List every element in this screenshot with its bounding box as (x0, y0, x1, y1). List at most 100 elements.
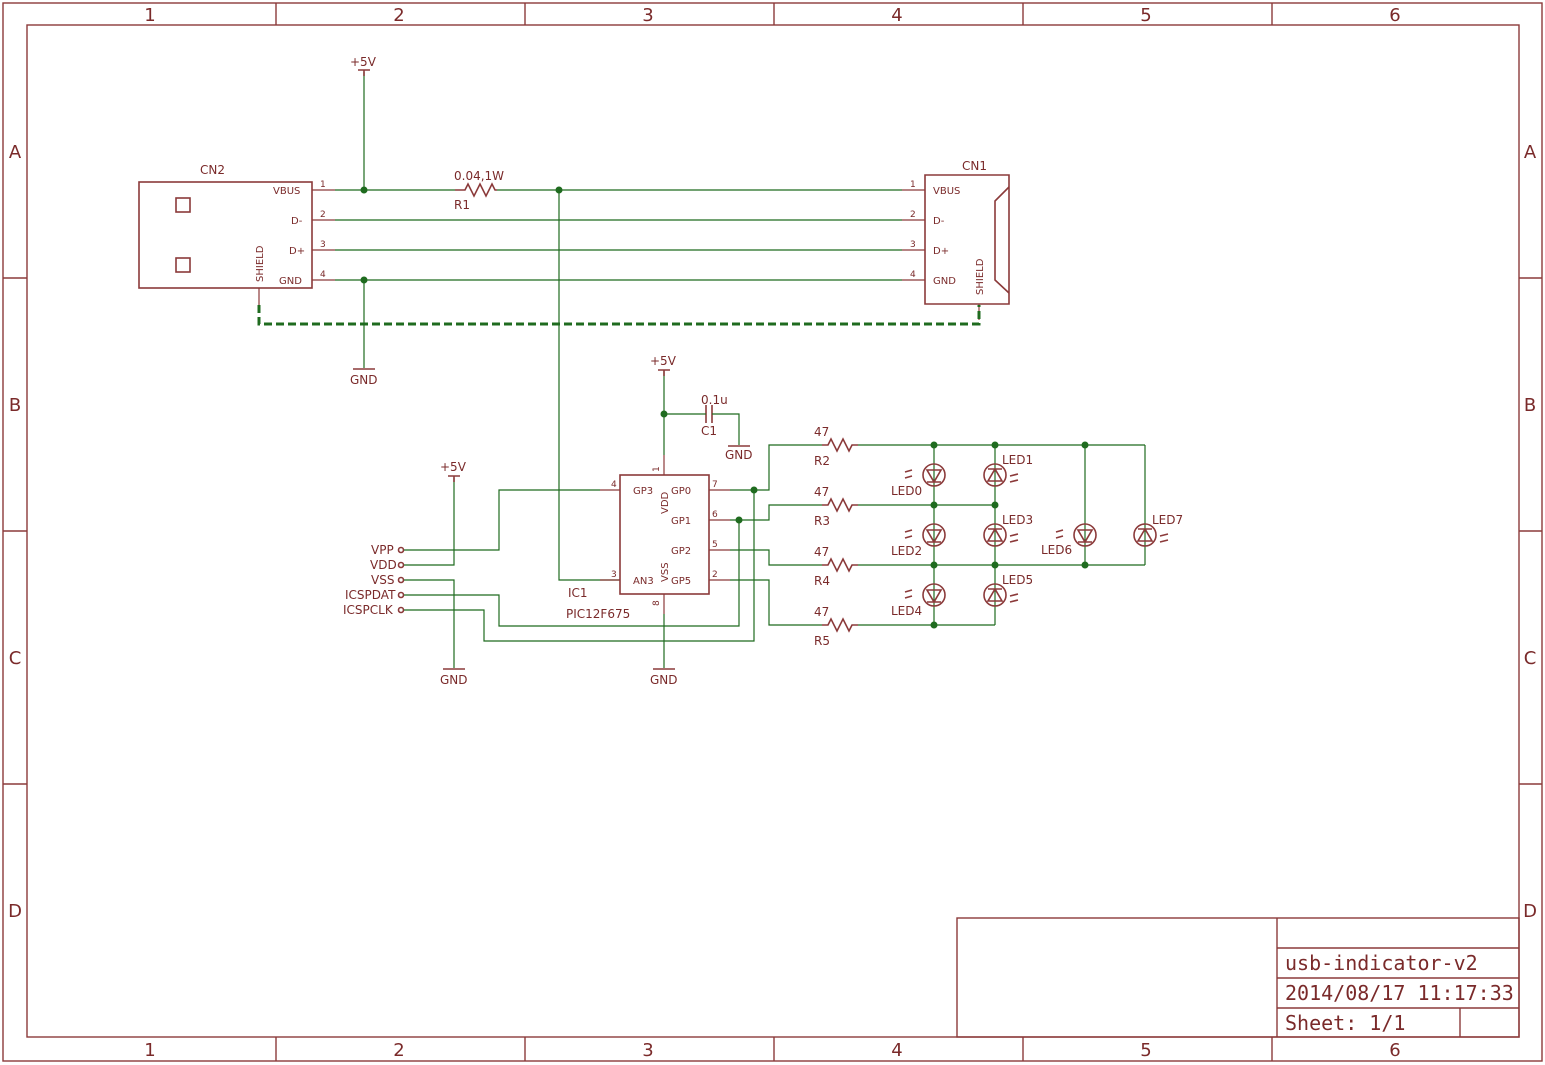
c1-value: 0.1u (701, 393, 728, 407)
gnd-label-usb: GND (350, 373, 378, 387)
resistor-r3: 47 R3 (814, 485, 858, 528)
cn1-pin-dplus: D+ (933, 246, 949, 257)
cn1-shield-label: SHIELD (975, 258, 986, 295)
resistor-r2: 47 R2 (814, 425, 858, 468)
r4-value: 47 (814, 545, 829, 559)
cn2-pinnum-2: 2 (320, 210, 326, 220)
vbus-sense-wire (558, 190, 620, 581)
resistor-r4: 47 R4 (814, 545, 858, 588)
gnd-label-c1: GND (725, 448, 753, 462)
ic1-pin-gp0: GP0 (671, 486, 691, 497)
r5-value: 47 (814, 605, 829, 619)
c1-ref: C1 (701, 424, 717, 438)
led-led4: LED4 (891, 583, 946, 618)
led-led5: LED5 (983, 573, 1033, 607)
r2-value: 47 (814, 425, 829, 439)
column-labels: 1 2 3 4 5 6 1 2 3 4 5 6 (144, 5, 1400, 1061)
plus5v-label-icsp: +5V (440, 460, 467, 474)
r1-ref: R1 (454, 198, 470, 212)
r1-value: 0.04,1W (454, 169, 504, 183)
led-led0: LED0 (891, 463, 946, 498)
ic1-pic12f675: GP3 AN3 GP0 GP1 GP2 GP5 VDD VSS IC1 PIC1… (566, 455, 730, 621)
ic1-pinnum-gp1: 6 (712, 510, 718, 520)
cn1-pinnum-4: 4 (910, 270, 916, 280)
led-led1: LED1 (983, 453, 1033, 487)
capacitor-c1: 0.1u C1 GND (700, 393, 753, 462)
led-matrix-wires (858, 441, 1146, 629)
ic1-pin-gp1: GP1 (671, 516, 691, 527)
cn2-pin-vbus: VBUS (273, 186, 300, 197)
ic1-part: PIC12F675 (566, 607, 630, 621)
r5-ref: R5 (814, 634, 830, 648)
cn1-pin-vbus: VBUS (933, 186, 960, 197)
cn2-pin-dplus: D+ (289, 246, 305, 257)
cn2-pin-gnd: GND (279, 276, 302, 287)
led3-label: LED3 (1002, 513, 1033, 527)
icsp-vss: VSS (371, 573, 394, 587)
r4-ref: R4 (814, 574, 830, 588)
led4-label: LED4 (891, 604, 922, 618)
icsp-vdd: VDD (370, 558, 397, 572)
col-label-3: 3 (642, 5, 653, 26)
resistor-r1: 0.04,1W R1 (454, 169, 504, 212)
led-led3: LED3 (983, 513, 1033, 547)
led-led2: LED2 (891, 523, 946, 558)
title-block: usb-indicator-v2 2014/08/17 11:17:33 She… (956, 917, 1520, 1038)
cn1-ref: CN1 (962, 159, 987, 173)
r3-value: 47 (814, 485, 829, 499)
ic1-pin-an3: AN3 (633, 576, 654, 587)
connector-cn2: CN2 VBUS D- D+ GND SHIELD 1 2 3 4 (138, 163, 335, 305)
ic1-pin-gp5: GP5 (671, 576, 691, 587)
plus5v-label-top: +5V (350, 55, 377, 69)
led0-label: LED0 (891, 484, 922, 498)
led2-label: LED2 (891, 544, 922, 558)
row-label-c: C (9, 648, 22, 669)
ic1-ref: IC1 (568, 586, 588, 600)
cn1-pinnum-1: 1 (910, 180, 916, 190)
ic1-pinnum-gp3: 4 (611, 480, 617, 490)
gnd-label-icsp: GND (440, 673, 468, 687)
led-led6: LED6 (1041, 523, 1097, 557)
ic1-pin-vss: VSS (660, 562, 671, 582)
sheet-number: Sheet: 1/1 (1285, 1011, 1405, 1035)
row-label-b: B (9, 395, 21, 416)
cn1-pinnum-3: 3 (910, 240, 916, 250)
r3-ref: R3 (814, 514, 830, 528)
cn2-pinnum-1: 1 (320, 180, 326, 190)
resistor-r5: 47 R5 (814, 605, 858, 648)
led5-label: LED5 (1002, 573, 1033, 587)
ic1-pin-vdd: VDD (660, 491, 671, 514)
col-label-4: 4 (891, 5, 902, 26)
icsp-header: VPP VDD VSS ICSPDAT ICSPCLK +5V GND (343, 460, 755, 687)
col-label-3-bottom: 3 (642, 1040, 653, 1061)
row-label-d: D (8, 901, 22, 922)
led-led7: LED7 (1133, 513, 1183, 547)
cn2-pinnum-3: 3 (320, 240, 326, 250)
usb-power-symbols: +5V GND (350, 55, 378, 387)
r2-ref: R2 (814, 454, 830, 468)
col-label-2-bottom: 2 (393, 1040, 404, 1061)
led-drive-wires (730, 444, 822, 626)
cn1-pin-dminus: D- (933, 216, 945, 227)
col-label-6-bottom: 6 (1389, 1040, 1400, 1061)
row-label-b-right: B (1524, 395, 1536, 416)
ic1-pin-gp3: GP3 (633, 486, 653, 497)
col-label-1-bottom: 1 (144, 1040, 155, 1061)
col-label-1: 1 (144, 5, 155, 26)
col-label-4-bottom: 4 (891, 1040, 902, 1061)
cn2-ref: CN2 (200, 163, 225, 177)
drawing-name: usb-indicator-v2 (1285, 951, 1478, 975)
row-label-a: A (9, 142, 22, 163)
ic1-pinnum-gp5: 2 (712, 570, 718, 580)
icsp-clk: ICSPCLK (343, 603, 394, 617)
drawing-datetime: 2014/08/17 11:17:33 (1285, 981, 1514, 1005)
row-label-c-right: C (1524, 648, 1537, 669)
led7-label: LED7 (1152, 513, 1183, 527)
cn1-pinnum-2: 2 (910, 210, 916, 220)
row-labels: A B C D A B C D (8, 142, 1537, 922)
row-label-a-right: A (1524, 142, 1537, 163)
ic1-pinnum-vdd: 1 (652, 466, 662, 472)
icsp-dat: ICSPDAT (345, 588, 396, 602)
